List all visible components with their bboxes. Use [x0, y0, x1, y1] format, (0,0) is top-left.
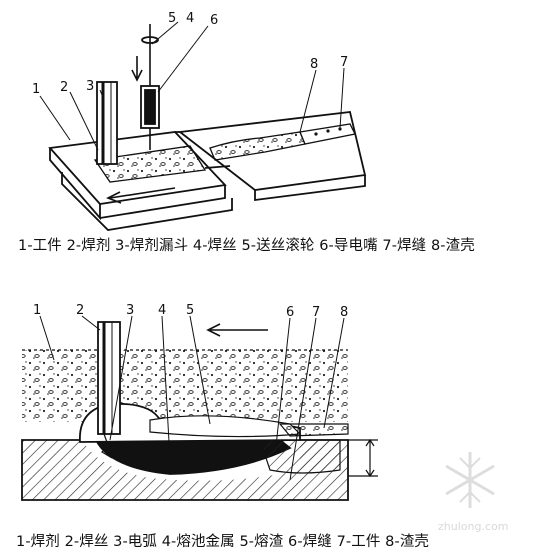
figure2-drawing: [21, 315, 378, 501]
figure1-caption: 1-工件 2-焊剂 3-焊剂漏斗 4-焊丝 5-送丝滚轮 6-导电嘴 7-焊缝 …: [18, 238, 475, 254]
callout-8-bottom: 8: [340, 305, 348, 320]
callout-6-bottom: 6: [286, 305, 294, 320]
callout-6-top: 6: [210, 13, 218, 28]
watermark-text: zhulong.com: [438, 520, 508, 533]
depth-dimension: [348, 438, 378, 478]
travel-direction-arrow: [106, 187, 176, 204]
figure1-drawing: [39, 21, 367, 231]
figure1-callouts: 1 2 3 4 5 6 7 8: [32, 11, 348, 97]
callout-1-bottom: 1: [33, 303, 41, 318]
flux-layer: [22, 350, 348, 422]
callout-2-top: 2: [60, 80, 68, 95]
callout-7-top: 7: [340, 55, 348, 70]
feed-roller: [141, 36, 159, 44]
callout-4-top: 4: [186, 11, 194, 26]
flux-bed: [93, 145, 207, 183]
callout-3-top: 3: [86, 79, 94, 94]
callout-3-bottom: 3: [126, 303, 134, 318]
slag-crust: [278, 423, 349, 437]
figure2-callouts: 1 2 3 4 5 6 7 8: [33, 303, 348, 320]
callout-1-top: 1: [32, 82, 40, 97]
callout-5-bottom: 5: [186, 303, 194, 318]
flux-hopper: [96, 81, 118, 165]
callout-7-bottom: 7: [312, 305, 320, 320]
travel-direction-arrow-2: [206, 323, 268, 337]
weld-bead: [259, 439, 341, 474]
wire-feed-arrow: [131, 56, 143, 82]
callout-8-top: 8: [310, 57, 318, 72]
callout-2-bottom: 2: [76, 303, 84, 318]
callout-5-top: 5: [168, 11, 176, 26]
electrode-wire: [97, 321, 121, 435]
callout-4-bottom: 4: [158, 303, 166, 318]
arc: [101, 433, 113, 459]
figure2-caption: 1-焊剂 2-焊丝 3-电弧 4-熔池金属 5-熔渣 6-焊缝 7-工件 8-渣…: [16, 534, 430, 550]
watermark: zhulong.com: [438, 452, 508, 533]
